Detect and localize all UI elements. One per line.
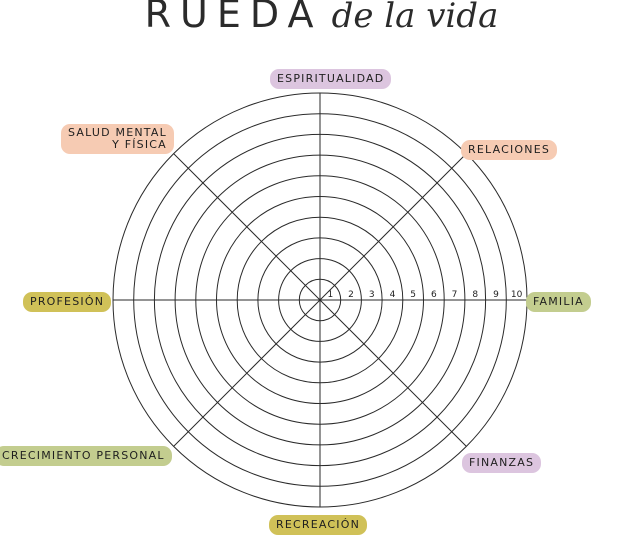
wheel-spoke-4	[173, 153, 467, 447]
label-salud-line2: Y FÍSICA	[112, 138, 167, 151]
label-salud-line1: SALUD MENTAL	[68, 126, 167, 139]
ring-number-3: 3	[369, 290, 375, 300]
ring-number-labels: 1 2 3 4 5 6 7 8 9 10	[327, 290, 522, 300]
title-script: de la vida	[331, 0, 499, 36]
title-main: RUEDA	[144, 0, 323, 36]
ring-number-4: 4	[390, 290, 396, 300]
ring-number-1: 1	[327, 290, 333, 300]
label-recreacion: RECREACIÓN	[269, 515, 368, 535]
page-title: RUEDA de la vida	[0, 0, 643, 36]
label-espiritualidad: ESPIRITUALIDAD	[270, 69, 392, 89]
label-crecimiento-personal: CRECIMIENTO PERSONAL	[0, 446, 172, 466]
ring-number-8: 8	[472, 290, 478, 300]
ring-number-9: 9	[493, 290, 499, 300]
label-relaciones: RELACIONES	[461, 140, 558, 160]
ring-number-5: 5	[410, 290, 416, 300]
ring-number-10: 10	[511, 290, 523, 300]
ring-number-7: 7	[452, 290, 458, 300]
wheel-spokes	[113, 93, 527, 507]
ring-number-6: 6	[431, 290, 437, 300]
ring-number-2: 2	[348, 290, 354, 300]
label-salud-mental-fisica: SALUD MENTAL Y FÍSICA	[61, 124, 174, 154]
label-finanzas: FINANZAS	[462, 453, 542, 473]
label-familia: FAMILIA	[526, 292, 591, 312]
label-profesion: PROFESIÓN	[23, 292, 112, 312]
